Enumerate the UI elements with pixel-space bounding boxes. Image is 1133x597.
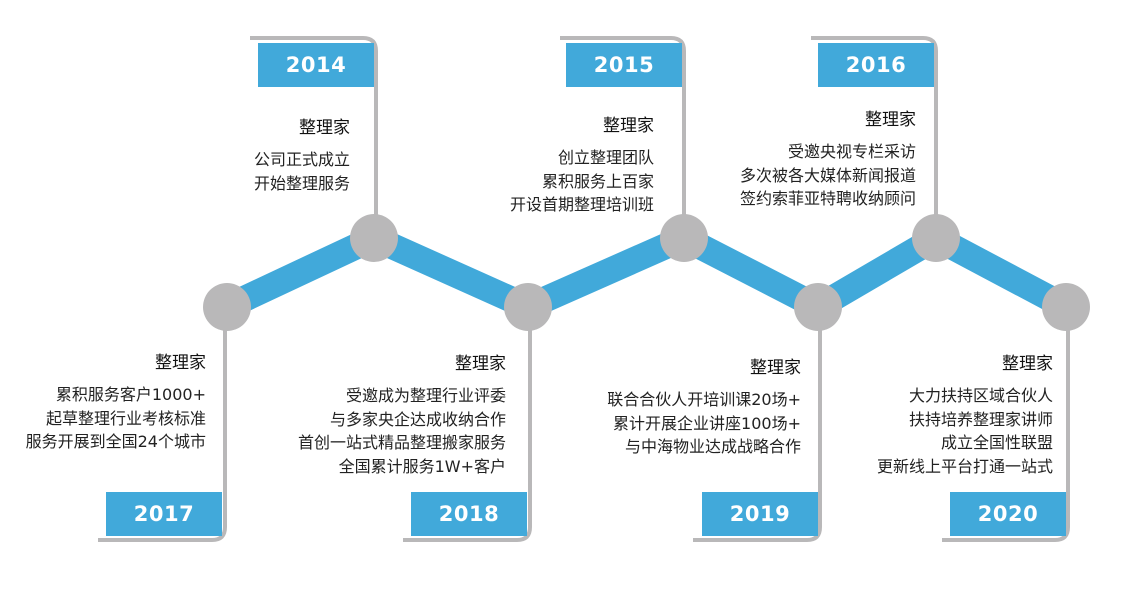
event-line: 更新线上平台打通一站式 [876, 456, 1053, 476]
year-badge-2018: 2018 [411, 492, 527, 536]
event-line: 大力扶持区域合伙人 [908, 386, 1053, 405]
year-badge-2017: 2017 [106, 492, 222, 536]
connector-2014 [250, 36, 378, 238]
node-2018 [504, 283, 552, 331]
event-line: 累计开展企业讲座100场+ [613, 413, 801, 433]
event-2014: 整理家 公司正式成立 开始整理服务 [254, 117, 350, 195]
node-2017 [203, 283, 251, 331]
event-line: 与多家央企达成收纳合作 [329, 409, 506, 429]
event-title: 整理家 [299, 118, 350, 138]
event-line: 开始整理服务 [253, 173, 350, 193]
event-line: 联合合伙人开培训课20场+ [607, 390, 801, 409]
event-2016: 整理家 受邀央视专栏采访 多次被各大媒体新闻报道 签约索菲亚特聘收纳顾问 [740, 109, 916, 211]
event-line: 起草整理行业考核标准 [45, 408, 206, 428]
connector-2019 [693, 307, 822, 542]
node-2015 [660, 214, 708, 262]
event-line: 与中海物业达成战略合作 [624, 437, 801, 456]
event-2017: 整理家 累积服务客户1000+ 起草整理行业考核标准 服务开展到全国24个城市 [26, 352, 206, 454]
event-line: 服务开展到全国24个城市 [25, 432, 206, 451]
event-title: 整理家 [865, 110, 916, 130]
event-title: 整理家 [750, 358, 801, 378]
connector-2018 [403, 307, 532, 542]
event-line: 公司正式成立 [253, 150, 350, 169]
event-line: 开设首期整理培训班 [509, 195, 654, 214]
event-title: 整理家 [155, 353, 206, 373]
event-line: 累积服务客户1000+ [55, 385, 206, 404]
event-title: 整理家 [455, 354, 506, 374]
event-2019: 整理家 联合合伙人开培训课20场+ 累计开展企业讲座100场+ 与中海物业达成战… [607, 357, 801, 459]
connector-2017 [98, 307, 227, 542]
event-2018: 整理家 受邀成为整理行业评委 与多家央企达成收纳合作 首创一站式精品整理搬家服务… [298, 353, 506, 478]
event-line: 签约索菲亚特聘收纳顾问 [739, 189, 916, 208]
event-line: 受邀央视专栏采访 [787, 142, 916, 161]
event-line: 扶持培养整理家讲师 [908, 409, 1053, 429]
event-line: 创立整理团队 [557, 148, 654, 167]
year-badge-2020: 2020 [950, 492, 1066, 536]
connector-2020 [942, 307, 1070, 542]
node-2019 [794, 283, 842, 331]
year-badge-2016: 2016 [818, 43, 934, 87]
node-2016 [912, 214, 960, 262]
event-line: 成立全国性联盟 [940, 433, 1053, 452]
connector-2015 [560, 36, 686, 238]
node-2014 [350, 214, 398, 262]
event-line: 累积服务上百家 [541, 171, 654, 191]
year-badge-2015: 2015 [566, 43, 682, 87]
event-line: 受邀成为整理行业评委 [345, 386, 506, 405]
node-2020 [1042, 283, 1090, 331]
event-line: 多次被各大媒体新闻报道 [739, 165, 916, 185]
year-badge-2014: 2014 [258, 43, 374, 87]
event-title: 整理家 [1002, 354, 1053, 374]
year-badge-2019: 2019 [702, 492, 818, 536]
event-2020: 整理家 大力扶持区域合伙人 扶持培养整理家讲师 成立全国性联盟 更新线上平台打通… [877, 353, 1053, 478]
event-title: 整理家 [603, 116, 654, 136]
connector-2016 [811, 36, 938, 238]
event-line: 首创一站式精品整理搬家服务 [297, 433, 506, 452]
event-2015: 整理家 创立整理团队 累积服务上百家 开设首期整理培训班 [510, 115, 654, 217]
event-line: 全国累计服务1W+客户 [338, 456, 506, 476]
